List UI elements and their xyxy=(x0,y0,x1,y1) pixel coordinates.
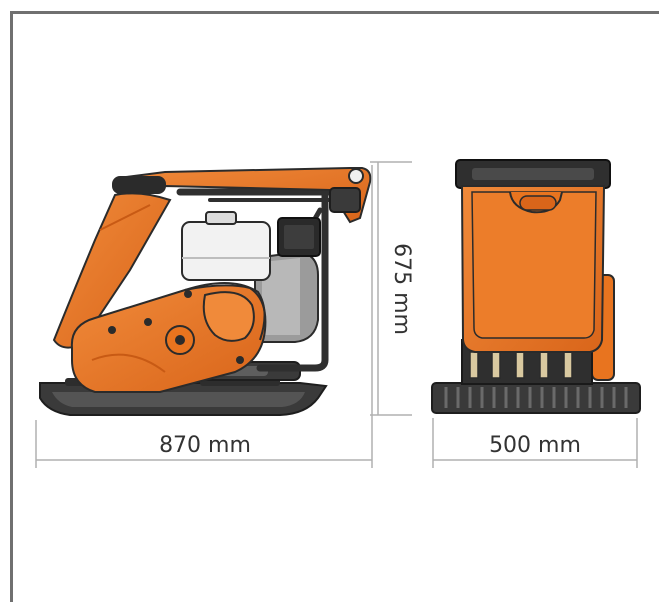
handle xyxy=(112,167,372,224)
front-view-compactor xyxy=(431,159,641,414)
front-guard xyxy=(52,192,172,349)
side-view-compactor xyxy=(39,167,372,416)
dimension-lines xyxy=(35,161,638,468)
length-dimension-label: 870 mm xyxy=(159,433,251,458)
front-base-plate xyxy=(431,382,641,414)
front-main-body xyxy=(460,185,606,353)
engine-body xyxy=(254,250,319,343)
drawing-frame xyxy=(10,11,659,602)
air-filter xyxy=(277,217,321,257)
width-dimension-label: 500 mm xyxy=(489,433,581,458)
exciter-housing xyxy=(70,281,267,393)
front-handle xyxy=(455,159,611,189)
fuel-tank xyxy=(181,211,271,281)
height-dimension-label: 675 mm xyxy=(389,243,414,335)
